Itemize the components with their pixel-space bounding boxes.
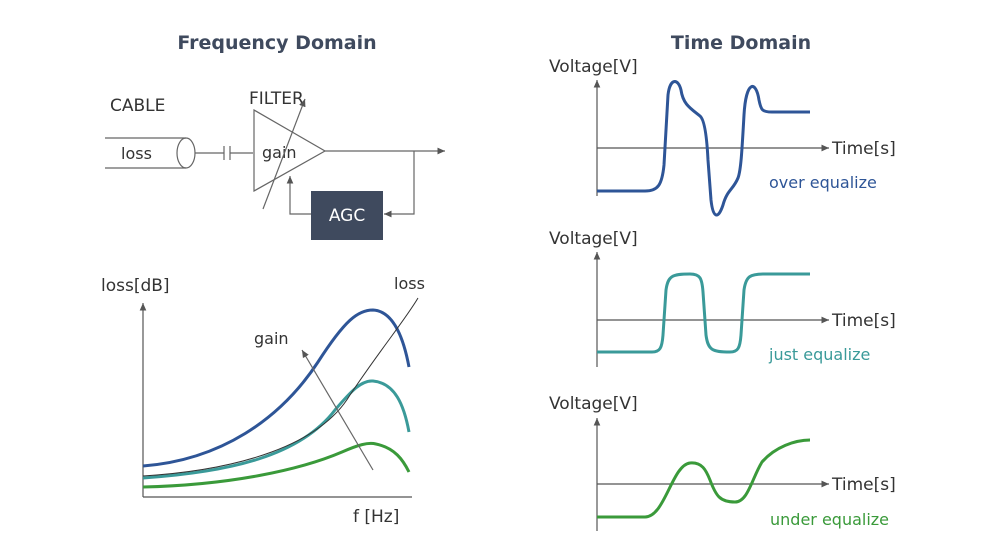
variable-gain-arrow <box>262 98 306 210</box>
time-axis-label-1: Time[s] <box>831 139 896 159</box>
time-plot-over: Voltage[V] Time[s] over equalize <box>549 57 896 217</box>
over-equalize-caption: over equalize <box>769 173 877 192</box>
cable-loss-curve <box>142 297 419 477</box>
just-equalize-waveform <box>597 272 810 354</box>
frequency-plot: loss[dB] f [Hz] loss gain <box>101 274 425 527</box>
agc-control-line <box>286 176 311 215</box>
gain-curve-label: gain <box>254 329 289 348</box>
filter-gain-label: gain <box>262 143 297 162</box>
gain-adjust-arrow <box>301 349 374 471</box>
filter-label: FILTER <box>249 89 304 109</box>
block-diagram: CABLE loss FILTER gain AGC <box>105 89 445 240</box>
frequency-domain-title: Frequency Domain <box>177 32 376 54</box>
frequency-axis-label: f [Hz] <box>353 507 399 527</box>
over-equalize-waveform <box>597 80 810 217</box>
voltage-axis-label-1: Voltage[V] <box>549 57 638 77</box>
loss-axis-label: loss[dB] <box>101 276 170 296</box>
capacitor-symbol <box>195 146 253 160</box>
time-plot-under: Voltage[V] Time[s] under equalize <box>549 394 896 531</box>
voltage-axis-label-2: Voltage[V] <box>549 229 638 249</box>
cable-label: CABLE <box>110 96 165 116</box>
loss-curve-label: loss <box>394 274 425 293</box>
filter-amplifier-symbol <box>253 108 327 193</box>
under-equalize-waveform <box>597 438 811 519</box>
agc-label: AGC <box>329 206 365 226</box>
undercompensated-curve <box>142 441 411 489</box>
under-equalize-caption: under equalize <box>770 510 889 529</box>
overcompensated-curve <box>142 308 411 468</box>
feedback-line <box>384 151 415 218</box>
cable-loss-label: loss <box>121 144 152 163</box>
just-equalize-caption: just equalize <box>768 345 870 364</box>
agc-box <box>311 191 383 240</box>
voltage-axis-label-3: Voltage[V] <box>549 394 638 414</box>
time-axis-label-3: Time[s] <box>831 475 896 495</box>
time-domain-title: Time Domain <box>671 32 811 54</box>
time-axis-label-2: Time[s] <box>831 311 896 331</box>
time-plot-just: Voltage[V] Time[s] just equalize <box>549 229 896 367</box>
matched-curve <box>142 379 411 480</box>
